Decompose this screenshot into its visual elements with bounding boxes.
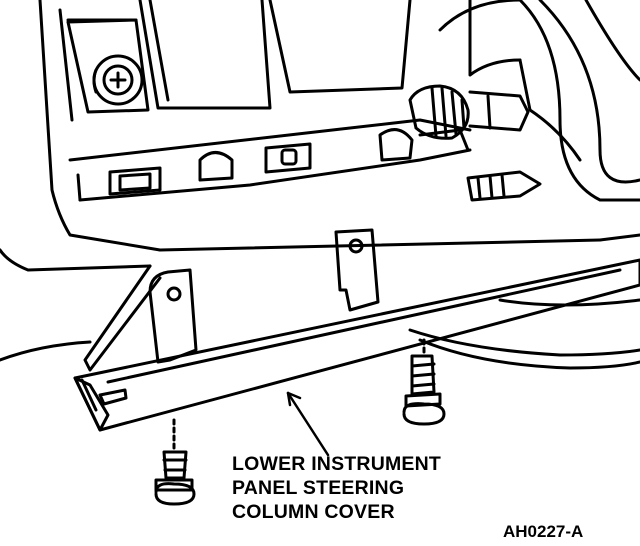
mounting-screw-right: [402, 338, 446, 426]
background-trim-lines: [408, 298, 640, 370]
mounting-screw-left: [154, 418, 196, 506]
steering-column: [438, 0, 640, 202]
callout-leader: [286, 391, 330, 457]
cluster-opening: [138, 0, 412, 110]
figure-code: AH0227-A: [503, 522, 584, 541]
cover-mounting-tab-left: [148, 268, 198, 364]
cover-mounting-tab-right: [334, 228, 380, 312]
column-connector: [466, 170, 542, 202]
tilt-lever-knob: [408, 84, 530, 140]
panel-lower-ledge: [68, 118, 472, 202]
callout-line-2: PANEL STEERING: [232, 477, 405, 499]
component-callout-label: LOWER INSTRUMENT PANEL STEERING COLUMN C…: [232, 452, 441, 524]
instrument-panel-body: [0, 0, 162, 362]
callout-line-1: LOWER INSTRUMENT: [232, 453, 442, 475]
callout-line-3: COLUMN COVER: [232, 501, 395, 523]
steering-column-cover: [73, 233, 640, 432]
headlamp-switch-housing: [66, 18, 150, 114]
